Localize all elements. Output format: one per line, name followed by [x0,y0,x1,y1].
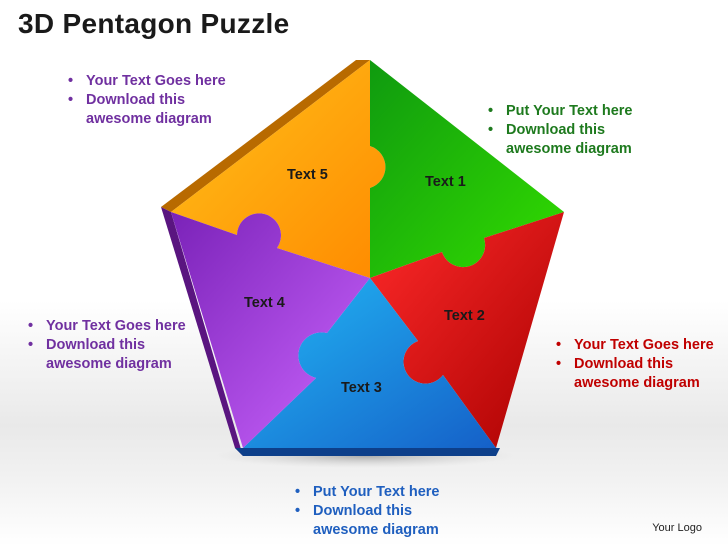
piece-label-text-1: Text 1 [425,174,466,190]
logo-placeholder: Your Logo [652,522,702,534]
puzzle-piece-orange [171,60,386,278]
side-face-bottom [235,448,500,456]
side-face-top-left [161,60,370,212]
side-face-left [161,207,243,456]
callout-item: awesome diagram [506,141,632,157]
callout-item: Put Your Text here [293,483,440,502]
page-title: 3D Pentagon Puzzle [18,8,290,39]
piece-label-text-5: Text 5 [287,167,328,183]
callout-item: Your Text Goes here [554,336,714,355]
callout-item: Your Text Goes here [26,317,186,336]
puzzle-piece-red [370,212,564,448]
callout-item: awesome diagram [574,375,700,391]
callout-item: awesome diagram [46,356,172,372]
callout-item: Download this [293,502,440,521]
callout-item: awesome diagram [313,522,439,538]
piece-label-text-2: Text 2 [444,308,485,324]
callout-item: Download this [26,336,186,355]
puzzle-piece-green [370,60,564,278]
puzzle-piece-purple [171,212,370,448]
callout-item: Put Your Text here [486,102,633,121]
callout-top-left: Your Text Goes here Download this awesom… [66,72,226,129]
callout-right: Your Text Goes here Download this awesom… [554,336,714,393]
callout-item: Download this [554,355,714,374]
puzzle-piece-blue [243,278,496,448]
callout-bottom: Put Your Text here Download this awesome… [293,483,440,540]
callout-item: Download this [66,91,226,110]
callout-top-right: Put Your Text here Download this awesome… [486,102,633,159]
callout-item: awesome diagram [86,111,212,127]
callout-item: Your Text Goes here [66,72,226,91]
piece-label-text-3: Text 3 [341,380,382,396]
piece-label-text-4: Text 4 [244,295,285,311]
callout-left: Your Text Goes here Download this awesom… [26,317,186,374]
callout-item: Download this [486,121,633,140]
